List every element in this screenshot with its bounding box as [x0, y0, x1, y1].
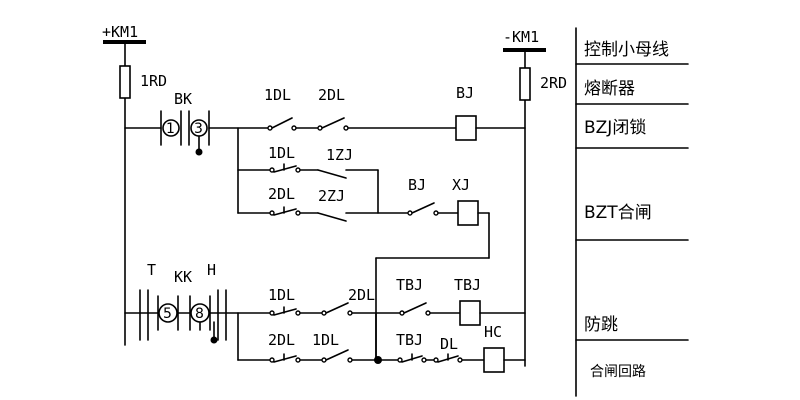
- bk-label: BK: [174, 90, 192, 108]
- circle-3-label: 3: [194, 121, 203, 137]
- circle-5-label: 5: [163, 306, 172, 322]
- row1-contact-2dl-label: 2DL: [318, 86, 345, 104]
- table-row-fuse: 熔断器: [584, 79, 635, 99]
- row4-contact-2dl-label: 2DL: [348, 286, 375, 304]
- negative-bus: -KM1: [503, 28, 546, 52]
- row5-contact-tbj: TBJ: [396, 331, 427, 363]
- table-row-anti-pump: 防跳: [584, 315, 618, 335]
- tbj-coil: TBJ: [454, 276, 481, 326]
- xj-coil: XJ: [452, 176, 479, 226]
- circle-1-label: 1: [166, 121, 175, 137]
- row3-contact-2zj: 2ZJ: [317, 187, 347, 222]
- row4-contact-1dl: 1DL: [268, 286, 301, 316]
- bk-switch: BK 1 3: [124, 90, 210, 156]
- negative-bus-label: -KM1: [503, 28, 539, 46]
- tbj-contact: TBJ: [396, 276, 431, 316]
- circle-8-label: 8: [195, 306, 204, 322]
- fuse-1rd: 1RD: [119, 65, 167, 99]
- row5-contact-1dl-label: 1DL: [312, 331, 339, 349]
- row1-contact-1dl-label: 1DL: [264, 86, 291, 104]
- row3-contact-2dl: 2DL: [268, 185, 301, 216]
- xj-coil-label: XJ: [452, 176, 470, 194]
- row1-coil-bj-label: BJ: [456, 84, 474, 102]
- table-row-bzt-close: BZT合闸: [584, 203, 652, 223]
- positive-bus-label: +KM1: [102, 23, 138, 41]
- row5-contact-tbj-label: TBJ: [396, 331, 423, 349]
- row1-contact-2dl: 2DL: [317, 86, 349, 131]
- label-kk: KK: [174, 268, 192, 286]
- label-t: T: [147, 261, 156, 279]
- row5-contact-dl: DL: [433, 335, 463, 363]
- row3-contact-2dl-label: 2DL: [268, 185, 295, 203]
- hc-coil: HC: [483, 323, 505, 373]
- tbj-coil-label: TBJ: [454, 276, 481, 294]
- fuse-2rd-label: 2RD: [540, 74, 567, 92]
- row5-contact-2dl-label: 2DL: [268, 331, 295, 349]
- row2-contact-1zj-label: 1ZJ: [326, 146, 353, 164]
- row1-coil-bj: BJ: [455, 84, 477, 141]
- side-table: 控制小母线 熔断器 BZJ闭锁 BZT合闸 防跳 合闸回路: [575, 27, 689, 397]
- bj-contact: BJ: [407, 176, 439, 216]
- row5-contact-1dl: 1DL: [312, 331, 353, 363]
- fuse-2rd: 2RD: [519, 67, 567, 101]
- row4-contact-2dl: 2DL: [321, 286, 375, 316]
- kk-switch: T KK H 5 8: [124, 261, 239, 344]
- row2-contact-1dl: 1DL: [268, 144, 301, 173]
- table-row-control-bus: 控制小母线: [584, 40, 669, 60]
- row5-contact-dl-label: DL: [440, 335, 458, 353]
- positive-bus: +KM1: [102, 23, 146, 44]
- row3-contact-2zj-label: 2ZJ: [318, 187, 345, 205]
- fuse-1rd-label: 1RD: [140, 72, 167, 90]
- row1-contact-1dl: 1DL: [264, 86, 297, 131]
- label-h: H: [207, 261, 216, 279]
- row5-contact-2dl: 2DL: [268, 331, 301, 363]
- bj-contact-label: BJ: [408, 176, 426, 194]
- table-row-closing-circuit: 合闸回路: [590, 364, 646, 380]
- hc-coil-label: HC: [484, 323, 502, 341]
- row4-contact-1dl-label: 1DL: [268, 286, 295, 304]
- row2-contact-1zj: 1ZJ: [317, 146, 353, 179]
- table-row-bzj-lock: BZJ闭锁: [584, 118, 646, 138]
- row2-contact-1dl-label: 1DL: [268, 144, 295, 162]
- tbj-contact-label: TBJ: [396, 276, 423, 294]
